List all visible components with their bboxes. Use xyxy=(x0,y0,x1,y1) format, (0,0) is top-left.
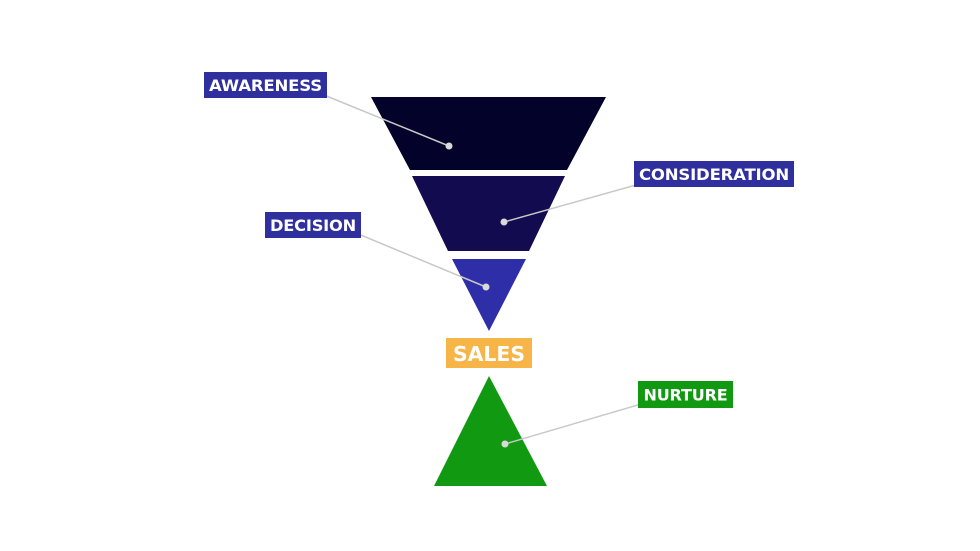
funnel-segment-decision xyxy=(452,259,526,331)
funnel-segment-awareness xyxy=(371,97,606,170)
awareness-leader-line xyxy=(323,94,450,147)
funnel-segment-consideration xyxy=(412,176,565,251)
decision-dot xyxy=(482,283,490,291)
nurture-label-text: NURTURE xyxy=(644,386,728,405)
nurture-leader-line xyxy=(504,403,642,445)
sales-label-text: SALES xyxy=(453,342,525,366)
consideration-dot xyxy=(500,218,508,226)
awareness-dot xyxy=(445,142,453,150)
decision-leader-line xyxy=(355,232,487,288)
awareness-label: AWARENESS xyxy=(204,72,327,98)
sales-label: SALES xyxy=(446,338,532,368)
decision-label-text: DECISION xyxy=(270,216,356,235)
nurture-label: NURTURE xyxy=(638,381,733,408)
nurture-dot xyxy=(501,440,509,448)
consideration-label-text: CONSIDERATION xyxy=(639,165,789,184)
decision-label: DECISION xyxy=(265,212,361,238)
nurture-triangle xyxy=(434,376,547,486)
awareness-label-text: AWARENESS xyxy=(209,76,322,95)
consideration-label: CONSIDERATION xyxy=(634,161,794,187)
consideration-leader-line xyxy=(503,184,637,223)
